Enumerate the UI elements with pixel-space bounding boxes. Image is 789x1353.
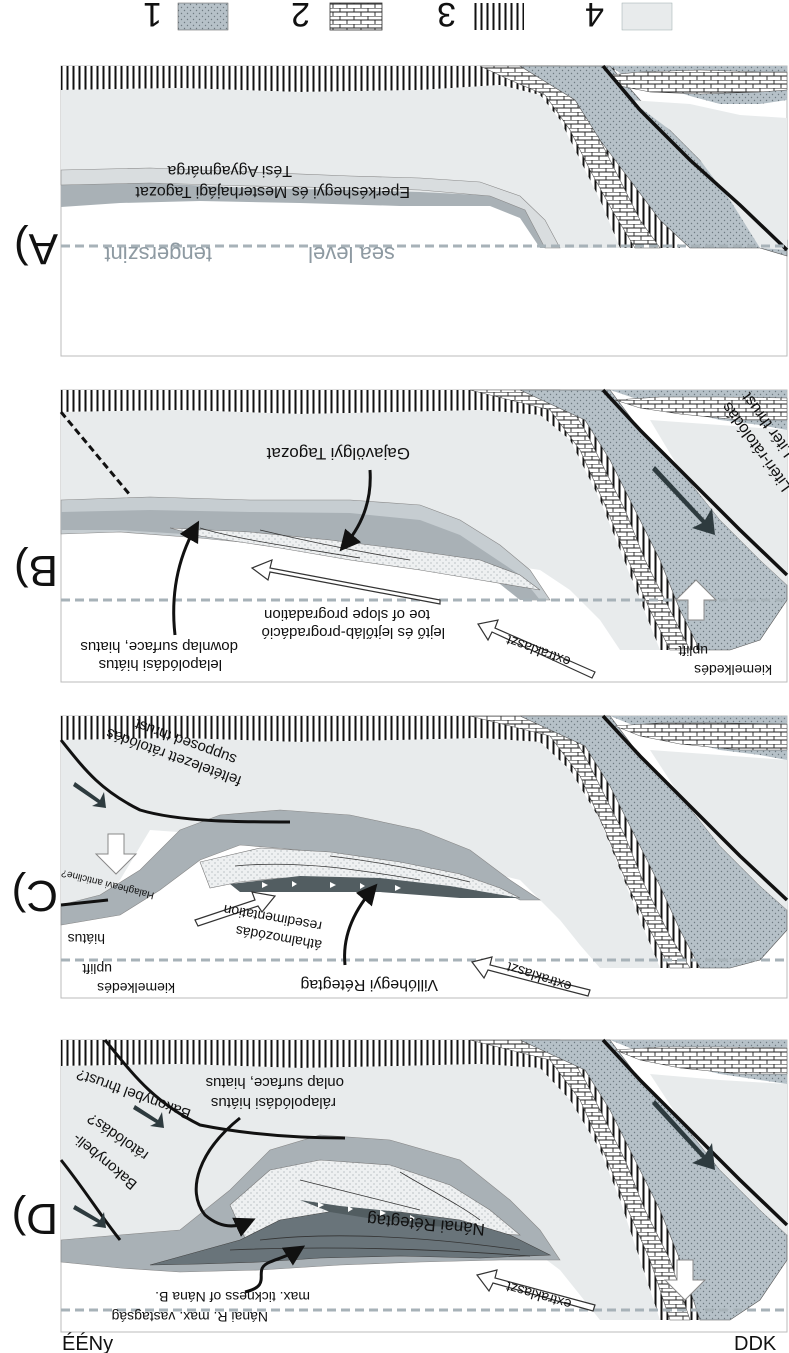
- panel-b-downlap-pointer: [172, 520, 200, 636]
- panel-d-extraklaszt-arrow: [475, 1269, 596, 1312]
- panel-c-label-uplift: uplift: [82, 961, 112, 977]
- panel-b: Gajavölgyi Tagozat Litéri-rátolódás Lité…: [14, 389, 789, 683]
- panel-b-label-toe-en: toe of slope progradation: [264, 606, 430, 623]
- panel-d-letter: D): [12, 1194, 58, 1243]
- panel-b-label-uplift: uplift: [678, 643, 708, 659]
- panel-a-letter: A): [14, 224, 58, 273]
- panel-d-onlap-pointer: [194, 1116, 256, 1237]
- panel-d-label-max-hu: Nánai R. max. vastagság: [112, 1309, 268, 1325]
- panel-c-uplift-arrow: [94, 833, 138, 875]
- legend-number-1: 1: [143, 0, 162, 33]
- legend-item-2: 2: [291, 0, 383, 33]
- panel-d-label-onlap-en: onlap surface, hiatus: [206, 1074, 344, 1091]
- legend-swatch-dotted: [177, 2, 229, 31]
- panel-d-thrust-arrow-bakonybel: [133, 1105, 164, 1128]
- panel-b-extraklaszt-arrow: [477, 619, 596, 679]
- panel-c-extraklaszt-arrow: [470, 956, 591, 997]
- legend-number-2: 2: [291, 0, 310, 33]
- panel-b-label-downlap-hu: lelapolódási hiátus: [99, 656, 222, 673]
- panel-d-label-onlap-hu: rálapolódási hiátus: [211, 1094, 336, 1111]
- panel-d-thrust-arrow-main: [652, 1100, 715, 1170]
- direction-label-ddk: DDK: [734, 1333, 777, 1353]
- panel-d-label-max-en: max. tickness of Nána B.: [155, 1289, 310, 1305]
- panel-a-label-tesi: Tési Agyagmárga: [167, 162, 292, 179]
- panel-b-label-downlap-en: downlap surface, hiatus: [80, 638, 238, 655]
- panel-c-letter: C): [12, 871, 58, 920]
- panel-d: onlap surface, hiatus rálapolódási hiátu…: [12, 1038, 789, 1353]
- panel-d-uplift-arrow: [663, 1259, 707, 1301]
- legend-swatch-light-grey: [621, 2, 673, 31]
- panel-b-label-toe-hu: lejtő és lejtőláb-progradáció: [262, 624, 445, 641]
- panel-b-uplift-arrow: [674, 579, 718, 621]
- panel-a-label-sealevel: sea level: [308, 242, 395, 267]
- legend-number-4: 4: [585, 0, 604, 33]
- panel-d-max-pointer: [244, 1245, 306, 1294]
- direction-label-eeny: ÉÉNy: [62, 1332, 113, 1353]
- panel-c-resedimentation-arrow: [194, 891, 277, 927]
- panel-b-label-gajavolgyi: Gajavölgyi Tagozat: [266, 444, 410, 463]
- panel-c-villohegyi-pointer: [343, 883, 378, 966]
- panel-c: feltételezett rátolódás supposed thrust …: [12, 714, 789, 999]
- legend-swatch-vertical-lines: [474, 3, 524, 30]
- panel-d-thrust-arrow-lower: [73, 1205, 106, 1228]
- legend: 1 2 3 4: [143, 0, 673, 33]
- panel-c-thrust-arrow: [73, 782, 106, 808]
- panel-b-gajavolgyi-pointer: [339, 469, 372, 552]
- panel-a-label-tengerszint: tengerszint: [104, 242, 212, 267]
- panel-b-thrust-arrow: [652, 466, 715, 535]
- legend-swatch-brick: [329, 2, 383, 31]
- panel-b-label-kiemelkedes: kiemelkedés: [694, 662, 772, 678]
- panel-b-letter: B): [14, 546, 58, 595]
- panel-a-label-eperkes: Eperkéshegyi és Mesterhajági Tagozat: [135, 183, 410, 200]
- panel-c-label-hiatus: hiátus: [68, 931, 105, 947]
- legend-number-3: 3: [437, 0, 456, 33]
- legend-item-4: 4: [585, 0, 673, 33]
- panel-c-label-kiemelkedes: kiemelkedés: [97, 980, 175, 996]
- panel-b-progradation-arrow: [250, 559, 441, 605]
- panel-c-label-villohegyi: Villóhegyi Rétegtag: [300, 976, 438, 993]
- legend-item-1: 1: [143, 0, 229, 33]
- panel-a: Tési Agyagmárga Eperkéshegyi és Mesterha…: [14, 64, 789, 357]
- legend-item-3: 3: [437, 0, 524, 33]
